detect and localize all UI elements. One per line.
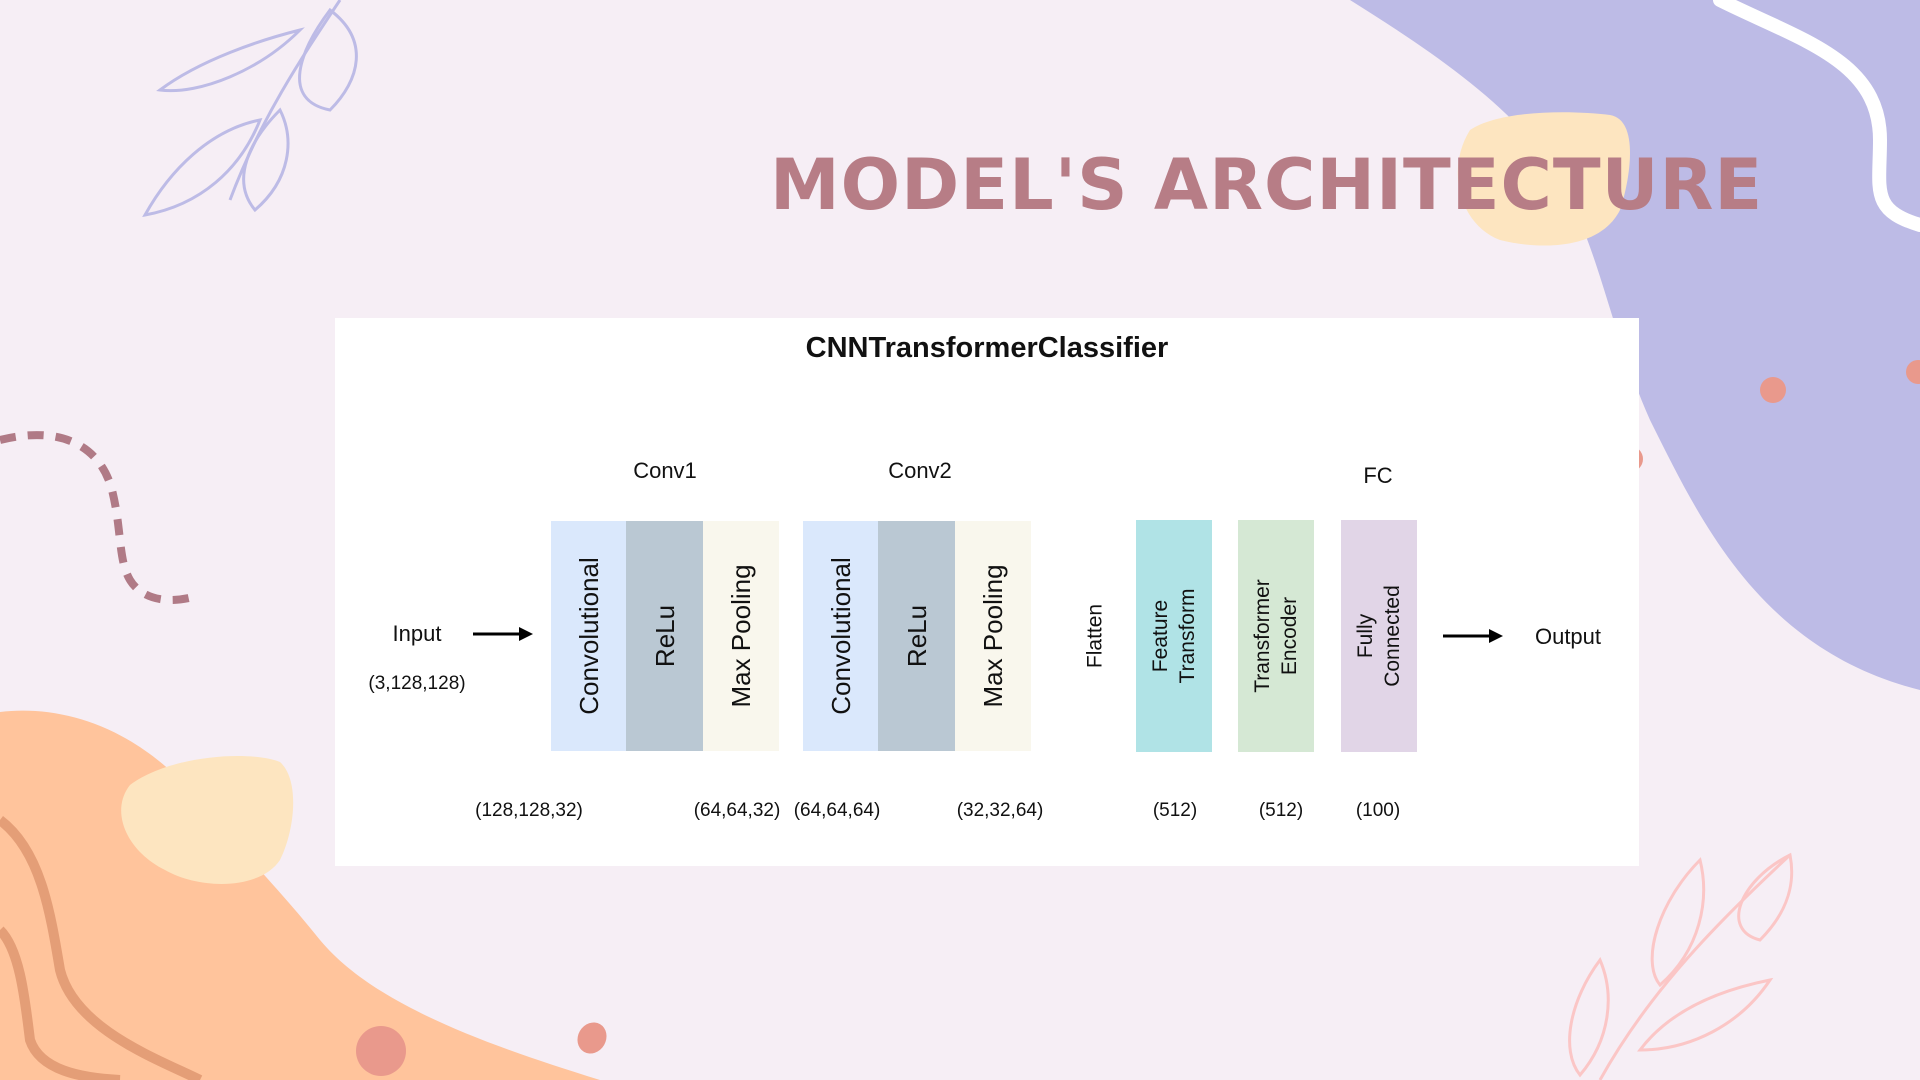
group-label-fc: FC — [1363, 463, 1393, 488]
leaf-decoration-top — [142, 0, 358, 218]
shape-label: (32,32,64) — [956, 800, 1044, 821]
coral-dot — [577, 1022, 607, 1054]
coral-dot — [1906, 360, 1920, 384]
dashed-curve — [0, 431, 202, 604]
conv1-relu-block: ReLu — [626, 521, 704, 751]
coral-dot — [356, 1026, 406, 1076]
slide-title: Model's Architecture — [770, 144, 1764, 226]
conv2-relu-block: ReLu — [878, 521, 956, 751]
shape-label: (512) — [1152, 800, 1198, 821]
input-shape: (3,128,128) — [368, 673, 466, 694]
peach-stripe — [0, 816, 203, 1080]
shape-label: (64,64,64) — [793, 800, 881, 821]
leaf-decoration-bottom — [1568, 852, 1794, 1080]
architecture-diagram: CNNTransformerClassifier Conv1 Conv2 FC … — [335, 318, 1639, 866]
conv2-maxpool-block: Max Pooling — [955, 521, 1031, 751]
arrow-right-icon — [473, 627, 533, 641]
white-swirl — [1713, 0, 1920, 232]
group-label-conv1: Conv1 — [633, 458, 697, 483]
output-label: Output — [1534, 624, 1602, 649]
conv1-maxpool-block: Max Pooling — [703, 521, 779, 751]
diagram-title: CNNTransformerClassifier — [805, 332, 1169, 364]
arrow-right-icon — [1443, 629, 1503, 643]
conv2-convolutional-block: Convolutional — [803, 521, 879, 751]
shape-label: (512) — [1258, 800, 1304, 821]
coral-dot — [1760, 377, 1786, 403]
flatten-step: Flatten — [1083, 603, 1107, 669]
conv1-convolutional-block: Convolutional — [551, 521, 627, 751]
input-label: Input — [392, 621, 442, 646]
group-label-conv2: Conv2 — [888, 458, 952, 483]
cream-blob-bottom — [121, 755, 294, 884]
shape-label: (100) — [1355, 800, 1401, 821]
shape-label: (64,64,32) — [693, 800, 781, 821]
cream-blob-top — [1457, 112, 1630, 246]
peach-stripe — [0, 926, 121, 1080]
shape-label: (128,128,32) — [475, 800, 583, 821]
